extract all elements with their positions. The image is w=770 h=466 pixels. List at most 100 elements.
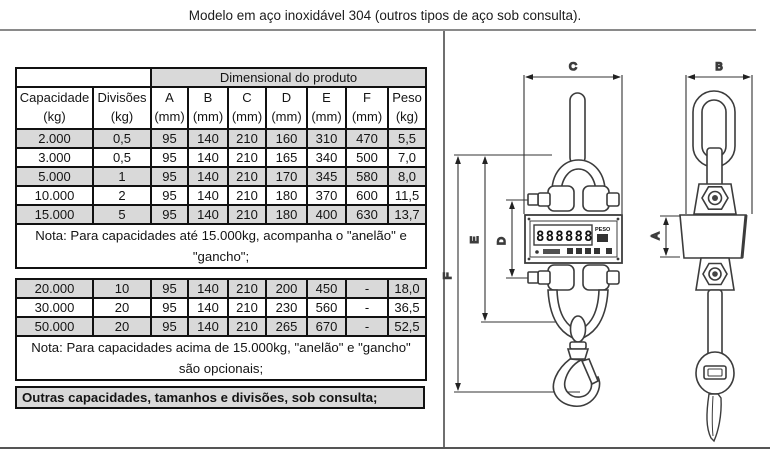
top-shackle-icon bbox=[527, 159, 620, 212]
table-cell: 36,5 bbox=[387, 297, 427, 318]
table-cell: 0,5 bbox=[92, 127, 152, 149]
keypad-button-icon bbox=[585, 248, 591, 254]
table-cell: 15.000 bbox=[15, 203, 94, 225]
table-cell: 210 bbox=[227, 184, 267, 206]
table2-note: Nota: Para capacidades acima de 15.000kg… bbox=[15, 334, 427, 382]
table-cell: 140 bbox=[187, 127, 229, 149]
table-cell: 52,5 bbox=[387, 316, 427, 337]
top-eye-bolt-icon bbox=[569, 92, 586, 166]
table-cell: 180 bbox=[265, 203, 308, 225]
column-header-cell: Peso (kg) bbox=[386, 86, 428, 130]
table-cell: 95 bbox=[150, 127, 189, 149]
table-cell: 0,5 bbox=[92, 146, 152, 168]
table-cell: 180 bbox=[265, 184, 308, 206]
table-cell: 140 bbox=[187, 297, 229, 318]
table-cell: 210 bbox=[227, 146, 267, 168]
dimensional-header: Dimensional do produto bbox=[149, 67, 428, 88]
table-cell: 230 bbox=[265, 297, 308, 318]
dimension-a bbox=[660, 215, 680, 258]
table-cell: 5.000 bbox=[15, 165, 94, 187]
table-cell: 10.000 bbox=[15, 184, 94, 206]
table-cell: 95 bbox=[150, 146, 189, 168]
table-cell: 1 bbox=[92, 165, 152, 187]
dimension-e bbox=[481, 156, 558, 323]
table-cell: 10 bbox=[92, 278, 152, 299]
dim-label-a: A bbox=[650, 232, 662, 240]
dim-label-b: B bbox=[715, 61, 722, 73]
column-header-cell: B (mm) bbox=[187, 86, 229, 130]
table-cell: 210 bbox=[227, 278, 267, 299]
dimension-c bbox=[523, 74, 623, 214]
table-cell: 400 bbox=[306, 203, 347, 225]
table-cell: 340 bbox=[306, 146, 347, 168]
table-cell: 140 bbox=[187, 203, 229, 225]
table-cell: 20 bbox=[92, 297, 152, 318]
table-cell: 140 bbox=[187, 184, 229, 206]
table-cell: - bbox=[345, 316, 389, 337]
crane-scale-front-view-drawing: C F E D bbox=[441, 60, 623, 407]
table-cell: 210 bbox=[227, 297, 267, 318]
table-cell: 2 bbox=[92, 184, 152, 206]
hook-icon bbox=[552, 315, 601, 407]
table-cell: 95 bbox=[150, 278, 189, 299]
capacity-table-1: Dimensional do produto Capacidade (kg)Di… bbox=[14, 67, 428, 269]
table-cell: 3.000 bbox=[15, 146, 94, 168]
column-header-cell: A (mm) bbox=[150, 86, 189, 130]
table-cell: 165 bbox=[265, 146, 308, 168]
note-row: Nota: Para capacidades acima de 15.000kg… bbox=[15, 334, 427, 382]
table-cell: 95 bbox=[150, 203, 189, 225]
table-cell: 7,0 bbox=[386, 146, 428, 168]
table-cell: 95 bbox=[150, 297, 189, 318]
blank-cell bbox=[15, 67, 152, 88]
table1-note: Nota: Para capacidades até 15.000kg, aco… bbox=[14, 222, 428, 269]
bottom-shackle-icon bbox=[527, 264, 620, 341]
table-cell: 600 bbox=[345, 184, 389, 206]
table-cell: 345 bbox=[306, 165, 347, 187]
dimensional-header-row: Dimensional do produto bbox=[15, 67, 428, 88]
column-header-cell: F (mm) bbox=[345, 86, 389, 130]
table-cell: 210 bbox=[227, 165, 267, 187]
bottom-rule bbox=[0, 447, 770, 449]
title-underline bbox=[0, 29, 756, 31]
table-cell: - bbox=[345, 297, 389, 318]
table-cell: 140 bbox=[187, 165, 229, 187]
table-cell: 580 bbox=[345, 165, 389, 187]
dimension-b bbox=[685, 74, 753, 214]
table-cell: 210 bbox=[227, 127, 267, 149]
dim-label-d: D bbox=[496, 237, 508, 245]
display-indicator-icon bbox=[597, 234, 608, 242]
display-unit bbox=[524, 214, 623, 264]
table-cell: 95 bbox=[150, 184, 189, 206]
column-header-cell: C (mm) bbox=[227, 86, 267, 130]
table-cell: 95 bbox=[150, 316, 189, 337]
table-cell: 8,0 bbox=[386, 165, 428, 187]
table-cell: 20.000 bbox=[15, 278, 94, 299]
table-cell: 18,0 bbox=[387, 278, 427, 299]
keypad-button-icon bbox=[576, 248, 582, 254]
table-cell: 2.000 bbox=[15, 127, 94, 149]
table-cell: 95 bbox=[150, 165, 189, 187]
column-header-cell: D (mm) bbox=[265, 86, 308, 130]
table-cell: 5 bbox=[92, 203, 152, 225]
table-cell: 210 bbox=[227, 316, 267, 337]
dim-label-f: F bbox=[442, 272, 454, 279]
table-cell: 560 bbox=[306, 297, 347, 318]
table-cell: 13,7 bbox=[386, 203, 428, 225]
table-cell: 470 bbox=[345, 127, 389, 149]
table-cell: 30.000 bbox=[15, 297, 94, 318]
table-cell: 170 bbox=[265, 165, 308, 187]
column-header-cell: Capacidade (kg) bbox=[15, 86, 94, 130]
swivel-hook-icon bbox=[695, 257, 735, 443]
table-cell: 200 bbox=[265, 278, 308, 299]
note-row: Nota: Para capacidades até 15.000kg, aco… bbox=[14, 222, 428, 269]
table-cell: 140 bbox=[187, 146, 229, 168]
display-digits: 888888 bbox=[536, 229, 594, 245]
table-cell: 140 bbox=[187, 278, 229, 299]
table-cell: 140 bbox=[187, 316, 229, 337]
